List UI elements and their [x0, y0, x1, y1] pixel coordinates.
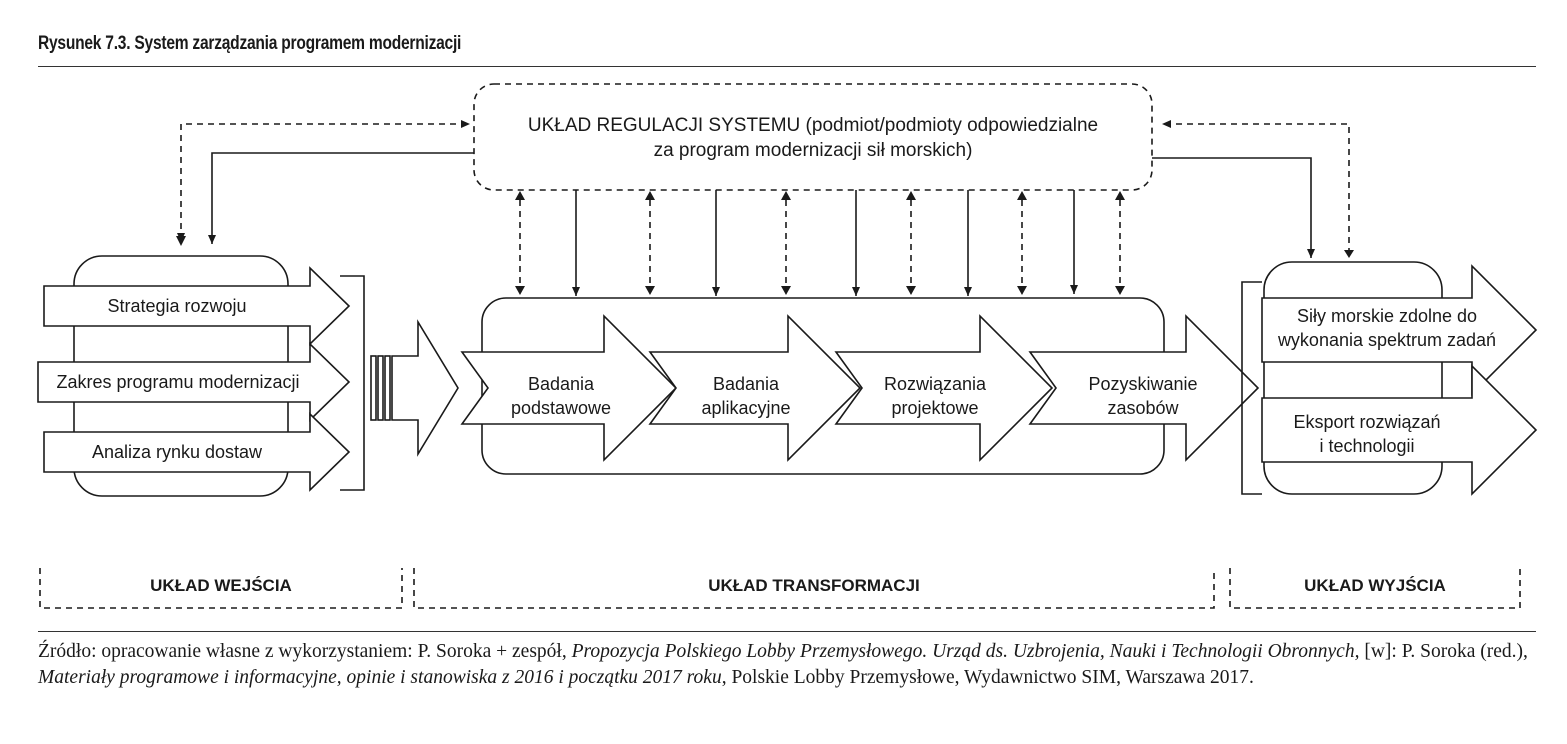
section-bracket-transform — [413, 568, 1215, 609]
section-label-input: UKŁAD WEJŚCIA — [150, 576, 292, 595]
stage-arrow-3 — [834, 314, 1054, 462]
output-frame — [1263, 261, 1443, 495]
combiner-bars — [370, 355, 391, 421]
top-rule — [38, 66, 1536, 67]
stage-arrow-1 — [460, 314, 678, 462]
bottom-rule — [38, 631, 1536, 632]
control-arrows — [572, 190, 1078, 296]
regulation-label-line1: UKŁAD REGULACJI SYSTEMU (podmiot/podmiot… — [527, 115, 1099, 136]
regulation-box — [473, 83, 1153, 191]
regulation-label-line2: za program modernizacji sił morskich) — [653, 140, 973, 161]
input-label-scope: Zakres programu modernizacji — [56, 372, 300, 392]
feedback-arrowheads — [515, 191, 1125, 295]
input-arrow-1 — [43, 266, 351, 346]
left-dashed-feedback — [180, 120, 470, 240]
right-dashed-feedback — [1162, 120, 1350, 254]
figure-title: Rysunek 7.3. System zarządzania programe… — [38, 33, 462, 54]
stage-arrow-2 — [648, 314, 862, 462]
source-note: Źródło: opracowanie własne z wykorzystan… — [38, 641, 1528, 688]
combiner-arrow — [391, 319, 459, 457]
stage-arrow-4 — [1028, 314, 1260, 462]
left-dashed-arrowhead-down — [176, 236, 186, 246]
input-label-strategy: Strategia rozwoju — [107, 296, 247, 316]
output-arrow-1 — [1261, 264, 1538, 396]
section-label-output: UKŁAD WYJŚCIA — [1304, 576, 1446, 595]
input-label-market: Analiza rynku dostaw — [91, 442, 263, 462]
left-solid-control — [208, 152, 474, 244]
input-arrow-3 — [43, 412, 351, 492]
output-bracket — [1241, 281, 1262, 495]
right-dashed-arrowhead-up — [1344, 250, 1354, 258]
section-label-transform: UKŁAD TRANSFORMACJI — [708, 576, 920, 595]
section-bracket-input — [39, 568, 403, 609]
output-arrow-2 — [1261, 364, 1538, 496]
input-bracket — [340, 275, 365, 491]
right-solid-control — [1152, 157, 1315, 258]
feedback-arrows — [519, 200, 1121, 286]
input-arrow-2 — [37, 342, 351, 422]
